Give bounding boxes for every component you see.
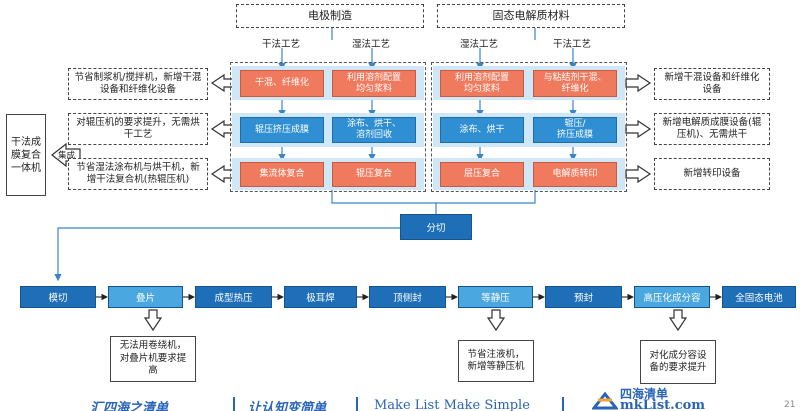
left-note-2: 对辊压机的要求提升，无需烘干工艺 (68, 113, 208, 145)
slitting-step: 分切 (400, 214, 472, 240)
step-tab-welding: 极耳焊 (284, 286, 357, 308)
electrolyte-roll-extrusion-film: 辊压/ 挤压成膜 (533, 117, 617, 143)
footer-slogan-3: Make List Make Simple (374, 398, 530, 411)
hollow-right-arrow-icon (625, 73, 652, 184)
footer-brand: 四海清单 (620, 387, 669, 401)
header-solid-electrolyte: 固态电解质材料 (437, 4, 625, 28)
label-wet-process-left: 湿法工艺 (352, 39, 391, 50)
step-pre-sealing: 预封 (545, 286, 622, 308)
right-note-1: 新增干混设备和纤维化设备 (654, 68, 770, 100)
hollow-down-arrow-icon (143, 309, 688, 332)
brand-logo-icon (592, 390, 618, 410)
label-dry-process-left: 干法工艺 (262, 39, 301, 50)
electrolyte-lamination: 层压复合 (440, 162, 524, 187)
header-electrode: 电极制造 (236, 4, 424, 28)
footer-slogan-2: 让认知变简单 (248, 401, 327, 411)
label-dry-process-right: 干法工艺 (553, 39, 592, 50)
label-wet-process-right: 湿法工艺 (460, 39, 499, 50)
step-hot-pressing: 成型热压 (195, 286, 272, 308)
footer-divider-2 (356, 397, 358, 411)
step-stacking: 叠片 (108, 286, 183, 308)
step-all-solid-state-battery: 全固态电池 (722, 286, 796, 308)
bottom-note-stacking: 无法用卷绕机，对叠片机要求提高 (110, 336, 196, 382)
step-top-side-sealing: 顶侧封 (369, 286, 446, 308)
electrolyte-binder-dry-mix: 与粘结剂干混、 纤维化 (533, 70, 617, 97)
step-high-voltage-formation: 高压化成分容 (634, 286, 710, 308)
dry-film-composite-machine: 干法成膜复合一体机 (6, 114, 46, 196)
electrode-dry-mix-fibrillation: 干混、纤维化 (240, 70, 324, 97)
bottom-note-isostatic: 节省注液机，新增等静压机 (458, 340, 534, 382)
electrode-roll-extrusion-film: 辊压挤压成膜 (240, 117, 324, 143)
step-die-cutting: 模切 (20, 286, 96, 308)
electrode-group-outline (230, 62, 426, 192)
footer-divider-3 (562, 397, 564, 411)
electrode-current-collector-composite: 集流体复合 (240, 162, 324, 187)
page-number: 21 (784, 400, 796, 410)
left-note-1: 节省制浆机/搅拌机，新增干混设备和纤维化设备 (68, 68, 208, 100)
right-note-3: 新增转印设备 (654, 158, 770, 190)
step-isostatic-pressing: 等静压 (458, 286, 533, 308)
electrode-solvent-slurry: 利用溶剂配置 均匀浆料 (332, 70, 416, 97)
footer-divider-1 (233, 397, 235, 411)
electrolyte-transfer-printing: 电解质转印 (533, 162, 617, 187)
right-note-2: 新增电解质成膜设备(辊压机)、无需烘干 (654, 113, 770, 145)
electrode-roll-composite: 辊压复合 (332, 162, 416, 187)
electrode-coating-drying: 涂布、烘干、 溶剂回收 (332, 117, 416, 143)
footer-slogan-1: 汇四海之清单 (90, 401, 169, 411)
electrolyte-coating-drying: 涂布、烘干 (440, 117, 524, 143)
footer-site: mkList.com (620, 398, 706, 411)
left-note-3: 节省湿法涂布机与烘干机，新增干法复合机(热辊压机) (68, 158, 208, 190)
electrolyte-group-outline (431, 62, 627, 192)
bottom-note-formation: 对化成分容设备的要求提升 (640, 340, 716, 384)
electrolyte-solvent-slurry: 利用溶剂配置 均匀浆料 (440, 70, 524, 97)
integration-label: 集成 (58, 151, 76, 161)
